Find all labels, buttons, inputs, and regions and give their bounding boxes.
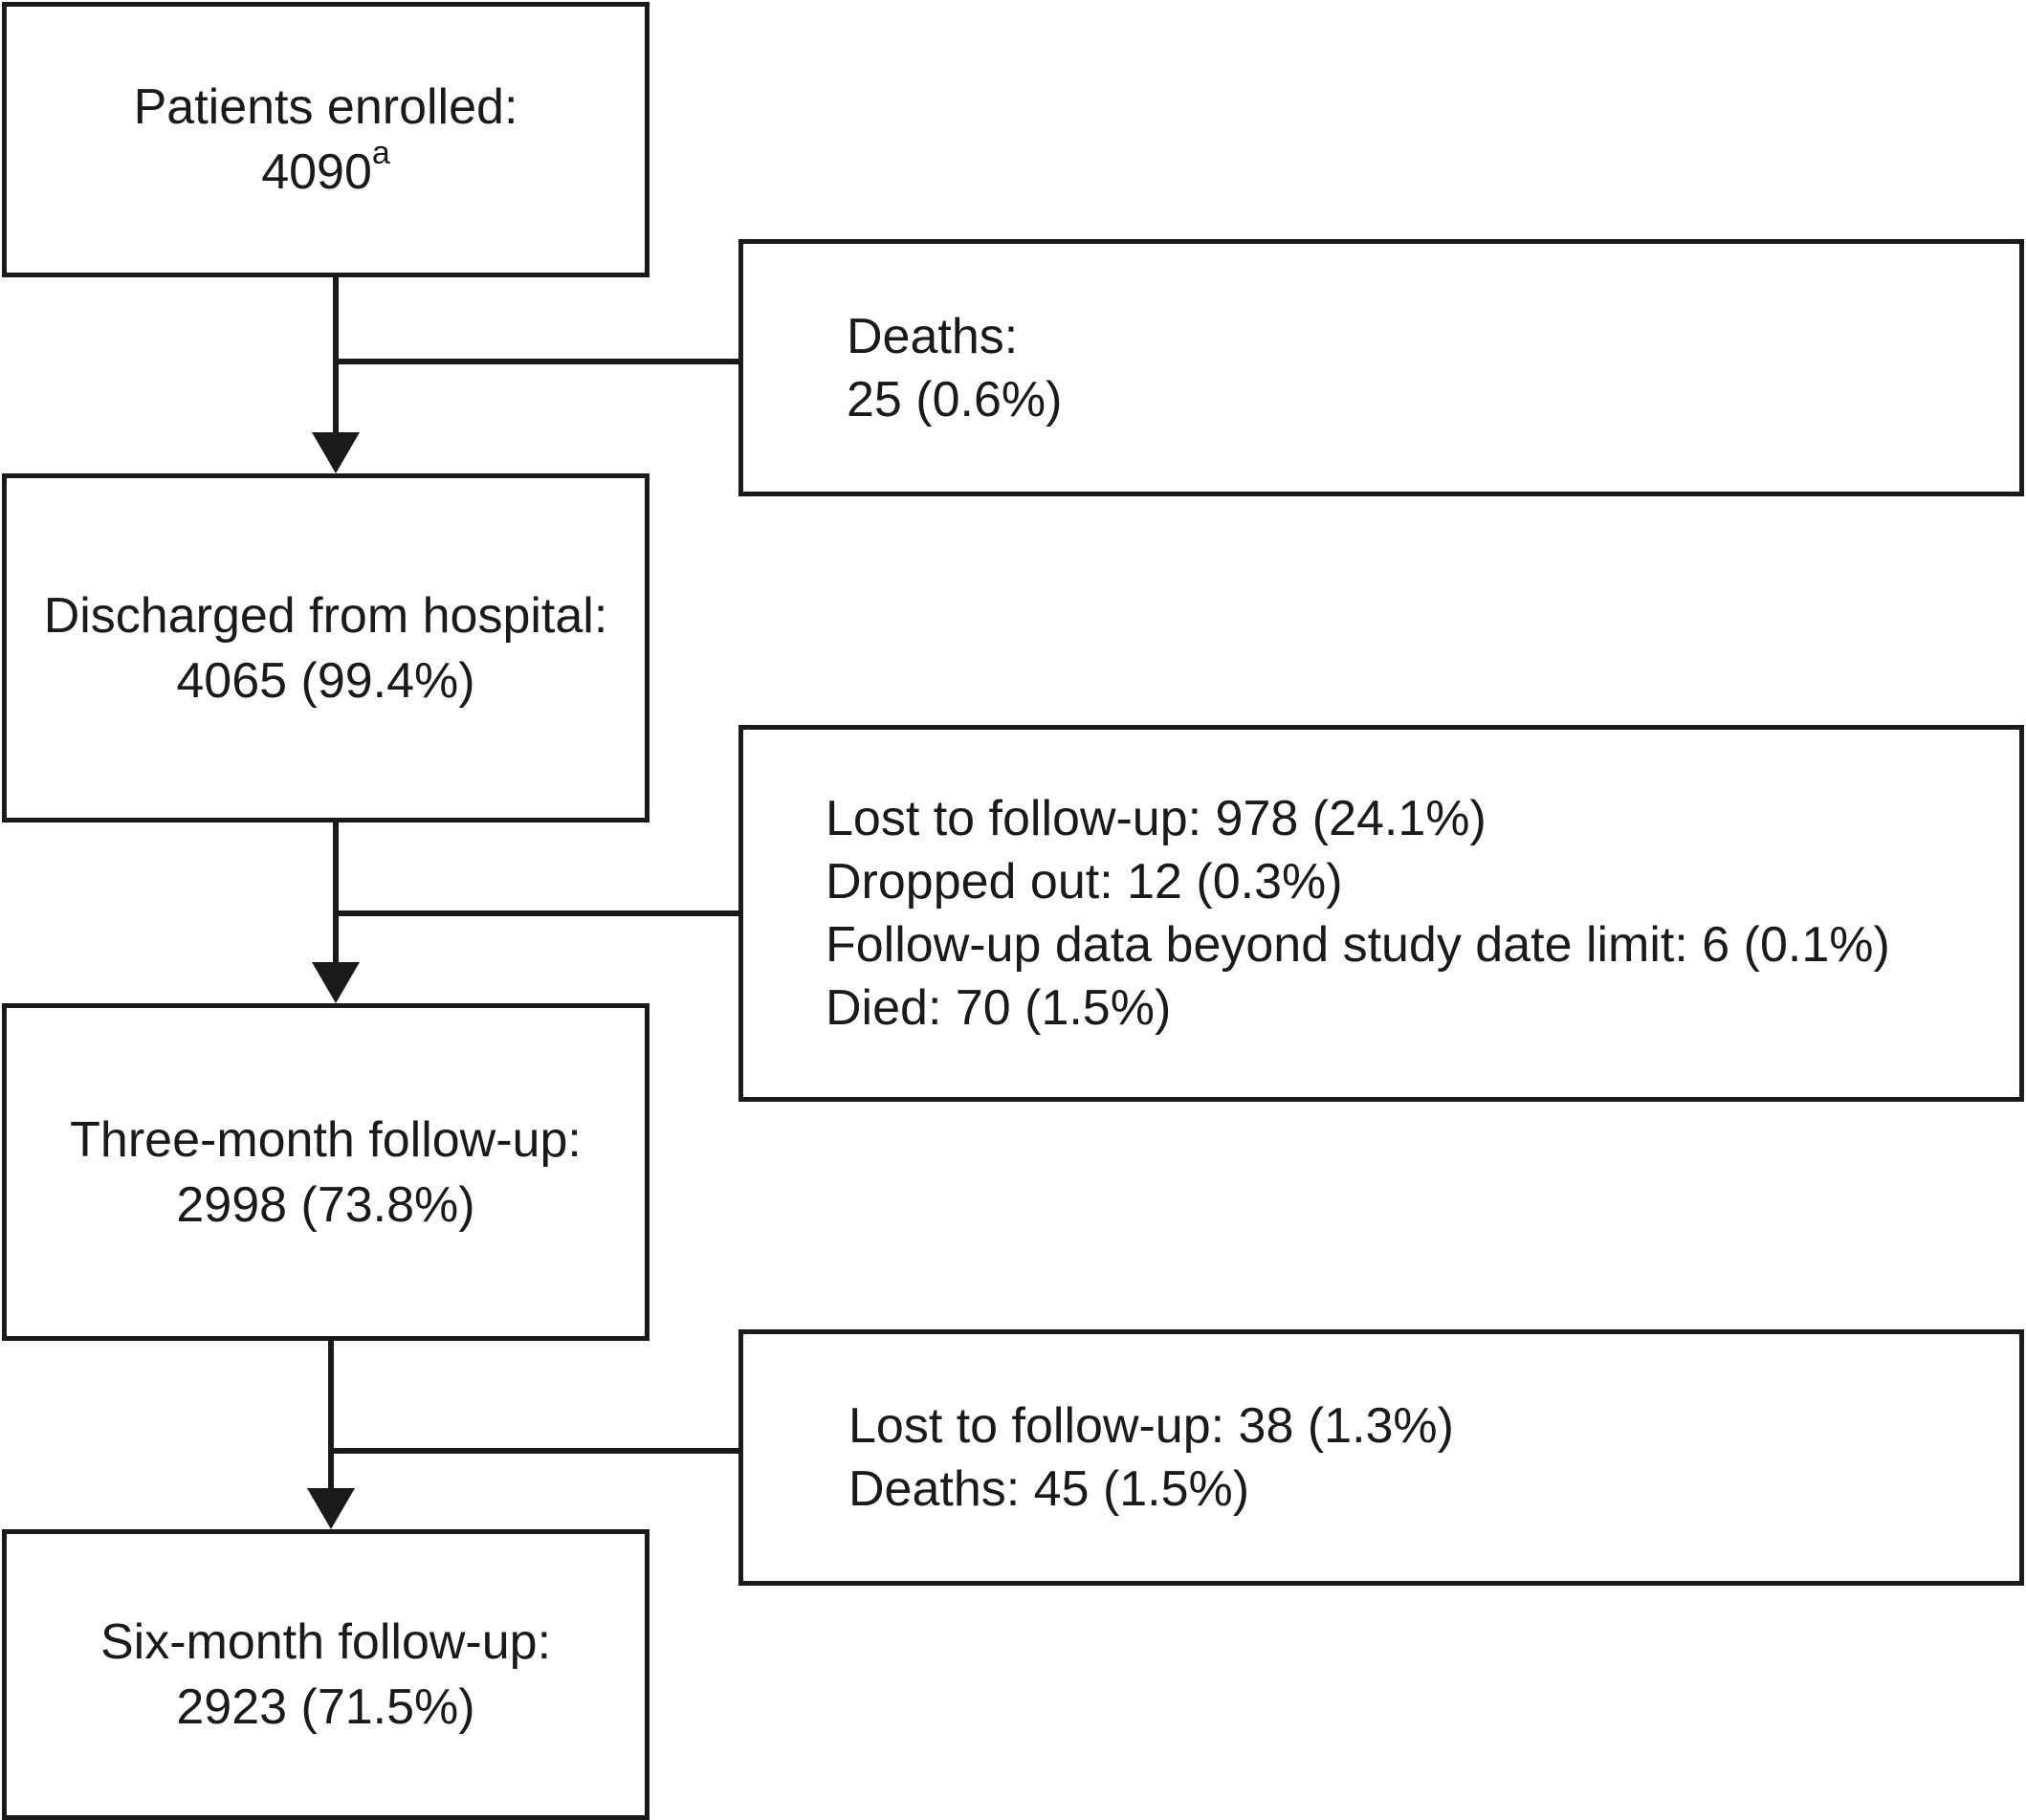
exclusion-line: Deaths: 45 (1.5%) <box>848 1461 1250 1517</box>
exclusion-line: Deaths: <box>847 308 1019 364</box>
three-month-followup-box: Three-month follow-up: 2998 (73.8%) <box>2 1003 650 1341</box>
three-month-label: Three-month follow-up: <box>70 1111 582 1168</box>
six-month-followup-box: Six-month follow-up: 2923 (71.5%) <box>2 1529 650 1820</box>
arrowhead-down-icon <box>307 1488 355 1529</box>
arrowhead-down-icon <box>312 432 360 473</box>
patients-enrolled-box: Patients enrolled: 4090a <box>2 2 650 277</box>
six-month-count: 2923 (71.5%) <box>176 1679 475 1735</box>
three-month-count: 2998 (73.8%) <box>176 1176 475 1233</box>
discharged-label: Discharged from hospital: <box>43 587 608 644</box>
exclusion-line: Lost to follow-up: 978 (24.1%) <box>826 791 1486 846</box>
exclusion-line: Follow-up data beyond study date limit: … <box>826 917 1890 973</box>
discharged-count: 4065 (99.4%) <box>176 652 475 709</box>
patients-enrolled-count: 4090a <box>261 134 390 200</box>
six-month-label: Six-month follow-up: <box>99 1614 552 1670</box>
arrowhead-down-icon <box>312 962 360 1003</box>
exclusion-line: Died: 70 (1.5%) <box>826 980 1172 1036</box>
footnote-marker: a <box>371 134 390 171</box>
exclusion-line: 25 (0.6%) <box>847 371 1063 428</box>
patients-enrolled-label: Patients enrolled: <box>133 79 518 135</box>
losses-to-three-month-box: Lost to follow-up: 978 (24.1%) Dropped o… <box>738 725 2024 1102</box>
in-hospital-deaths-box: Deaths: 25 (0.6%) <box>738 239 2024 496</box>
exclusion-line: Dropped out: 12 (0.3%) <box>826 854 1343 910</box>
losses-to-six-month-box: Lost to follow-up: 38 (1.3%) Deaths: 45 … <box>738 1329 2024 1586</box>
exclusion-line: Lost to follow-up: 38 (1.3%) <box>848 1398 1454 1454</box>
discharged-box: Discharged from hospital: 4065 (99.4%) <box>2 473 650 822</box>
